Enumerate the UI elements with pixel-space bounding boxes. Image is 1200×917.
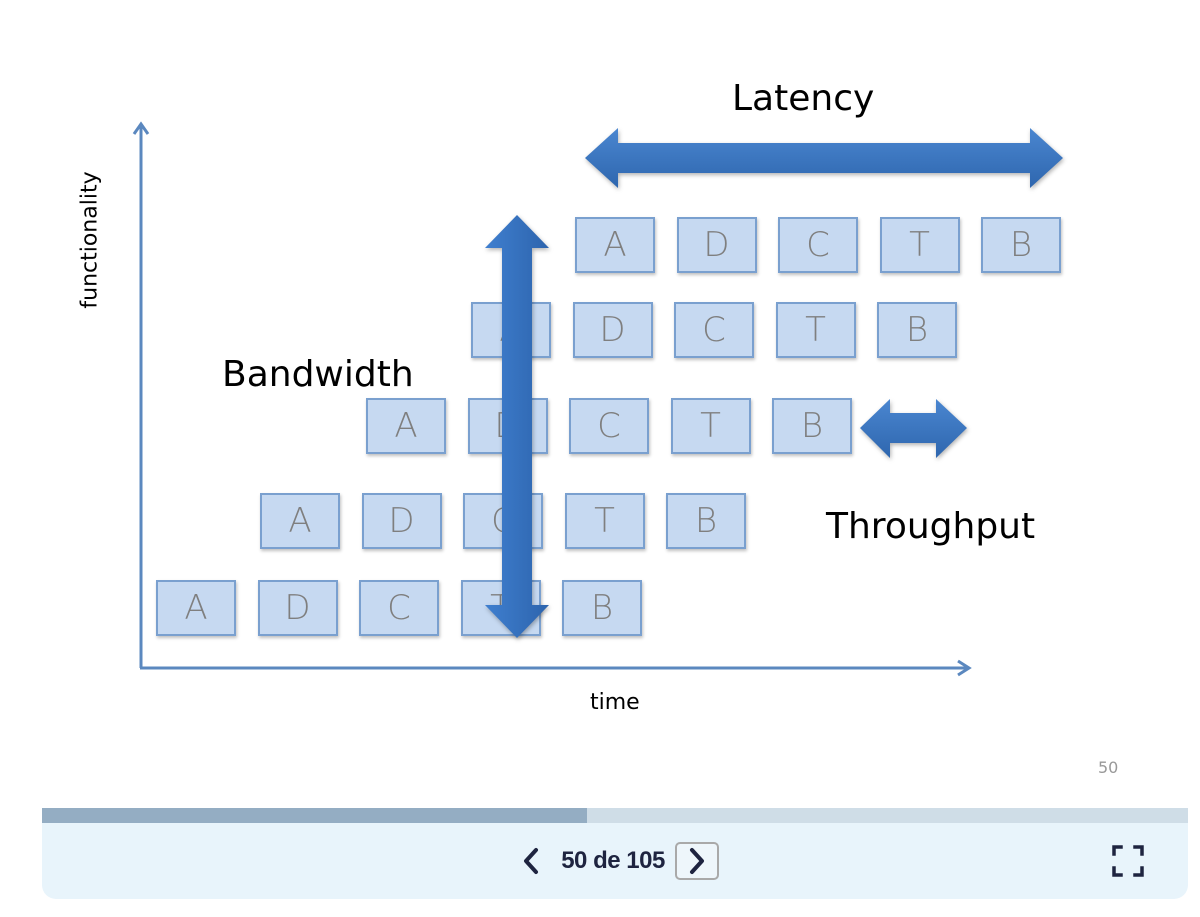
latency-arrow xyxy=(585,128,1063,188)
stage-box-d: D xyxy=(257,580,338,636)
fullscreen-icon xyxy=(1112,845,1144,877)
x-axis-label: time xyxy=(590,690,640,715)
fullscreen-button[interactable] xyxy=(1110,843,1146,879)
y-axis xyxy=(132,121,150,668)
stage-box-b: B xyxy=(562,580,642,636)
stage-box-a: A xyxy=(366,398,446,454)
stage-box-t: T xyxy=(670,398,751,454)
stage-box-t: T xyxy=(564,493,645,549)
slide-number: 50 xyxy=(1098,758,1119,777)
stage-box-a: A xyxy=(156,580,236,636)
stage-box-c: C xyxy=(674,302,754,358)
page-navigation: 50 de 105 xyxy=(42,823,1188,899)
chevron-right-icon xyxy=(689,848,704,874)
slide: ADCTBADCTBADCTBADCTBADCTB Latency Bandwi… xyxy=(77,78,1119,777)
stage-box-t: T xyxy=(775,302,856,358)
stage-box-d: D xyxy=(361,493,442,549)
stage-box-b: B xyxy=(877,302,957,358)
x-axis xyxy=(140,659,972,677)
y-axis-label: functionality xyxy=(77,171,103,309)
latency-label: Latency xyxy=(732,78,875,119)
stage-box-c: C xyxy=(778,217,858,273)
stage-box-b: B xyxy=(666,493,746,549)
chevron-left-icon xyxy=(524,848,539,874)
progress-bar[interactable] xyxy=(42,808,1188,823)
stage-box-b: B xyxy=(981,217,1061,273)
viewer-toolbar: 50 de 105 xyxy=(42,823,1188,899)
progress-fill xyxy=(42,808,588,823)
stage-box-c: C xyxy=(359,580,439,636)
stage-box-d: D xyxy=(676,217,757,273)
stage-box-a: A xyxy=(260,493,340,549)
throughput-arrow xyxy=(860,399,967,458)
stage-box-c: C xyxy=(569,398,649,454)
page-counter: 50 de 105 xyxy=(561,847,665,874)
arrows xyxy=(485,128,1063,638)
stage-box-d: D xyxy=(572,302,653,358)
stage-box-b: B xyxy=(772,398,852,454)
bandwidth-arrow xyxy=(485,215,549,638)
axes xyxy=(132,121,972,677)
next-page-button[interactable] xyxy=(674,842,719,880)
stage-box-a: A xyxy=(575,217,655,273)
throughput-label: Throughput xyxy=(826,506,1036,547)
prev-page-button[interactable] xyxy=(511,843,551,879)
bandwidth-label: Bandwidth xyxy=(222,354,414,395)
stage-box-t: T xyxy=(879,217,960,273)
